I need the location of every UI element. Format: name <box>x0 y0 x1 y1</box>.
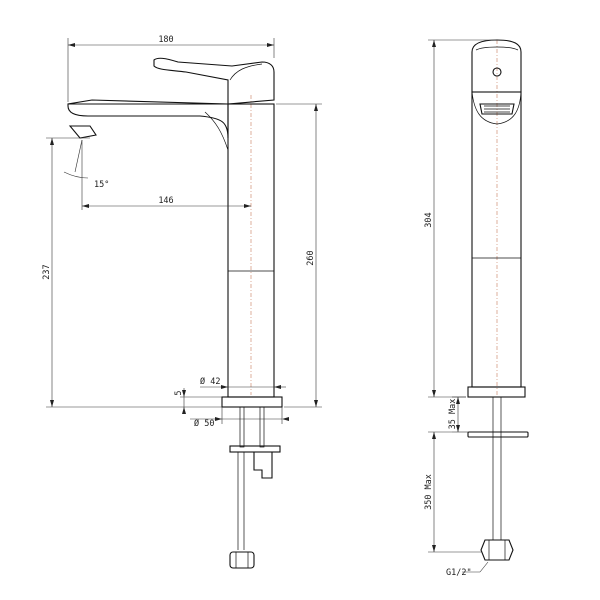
dim-spout-angle: 15° <box>63 139 109 190</box>
aerator <box>68 125 97 139</box>
fixing-nut <box>253 451 273 479</box>
side-aerator <box>479 103 515 115</box>
side-base <box>467 386 526 398</box>
handle-indicator <box>492 67 502 77</box>
dim-50-label: Ø 50 <box>194 418 214 429</box>
dim-spout-reach: 146 <box>81 140 251 210</box>
dim-180-label: 180 <box>158 35 173 45</box>
dim-hose-length: 350 Max <box>424 431 482 553</box>
side-washer <box>467 431 529 438</box>
dim-overall-height: 304 <box>424 39 495 398</box>
spout-curve <box>204 111 229 151</box>
dim-35-label: 35 Max <box>448 399 458 430</box>
dim-thread: G1/2" <box>446 561 489 578</box>
dim-flange-diameter: Ø 50 <box>190 407 289 429</box>
dim-42-label: Ø 42 <box>200 376 220 387</box>
dim-angle-label: 15° <box>94 180 109 190</box>
fixing-stud-right <box>259 406 265 448</box>
dim-body-height: 260 <box>276 103 322 408</box>
dim-overall-width: 180 <box>67 35 275 102</box>
side-body <box>471 91 522 388</box>
lever-handle-detail <box>229 63 263 81</box>
dim-counter-thickness: 35 Max <box>448 396 468 433</box>
hose-end-nut <box>229 551 255 569</box>
dim-146-label: 146 <box>158 196 173 206</box>
dim-260-label: 260 <box>306 250 316 265</box>
side-connector <box>480 539 514 561</box>
base-flange <box>221 396 283 408</box>
side-view: 304 35 Max 350 Max G1/2" <box>424 39 529 578</box>
fixing-washer <box>229 445 281 453</box>
dim-350-label: 350 Max <box>424 474 434 510</box>
dim-outlet-height: 237 <box>42 137 222 408</box>
dim-304-label: 304 <box>424 212 434 227</box>
lever-handle <box>153 57 275 105</box>
fixing-stud-left <box>239 406 245 448</box>
dim-237-label: 237 <box>42 264 52 279</box>
dim-flange-thickness: 5 <box>174 388 222 414</box>
thread-label: G1/2" <box>446 568 472 578</box>
front-view: 180 146 15° 237 <box>42 35 322 569</box>
dim-5-label: 5 <box>174 390 184 395</box>
side-handle <box>471 39 522 93</box>
body-outline <box>67 99 229 139</box>
dim-base-diameter: Ø 42 <box>200 376 286 389</box>
